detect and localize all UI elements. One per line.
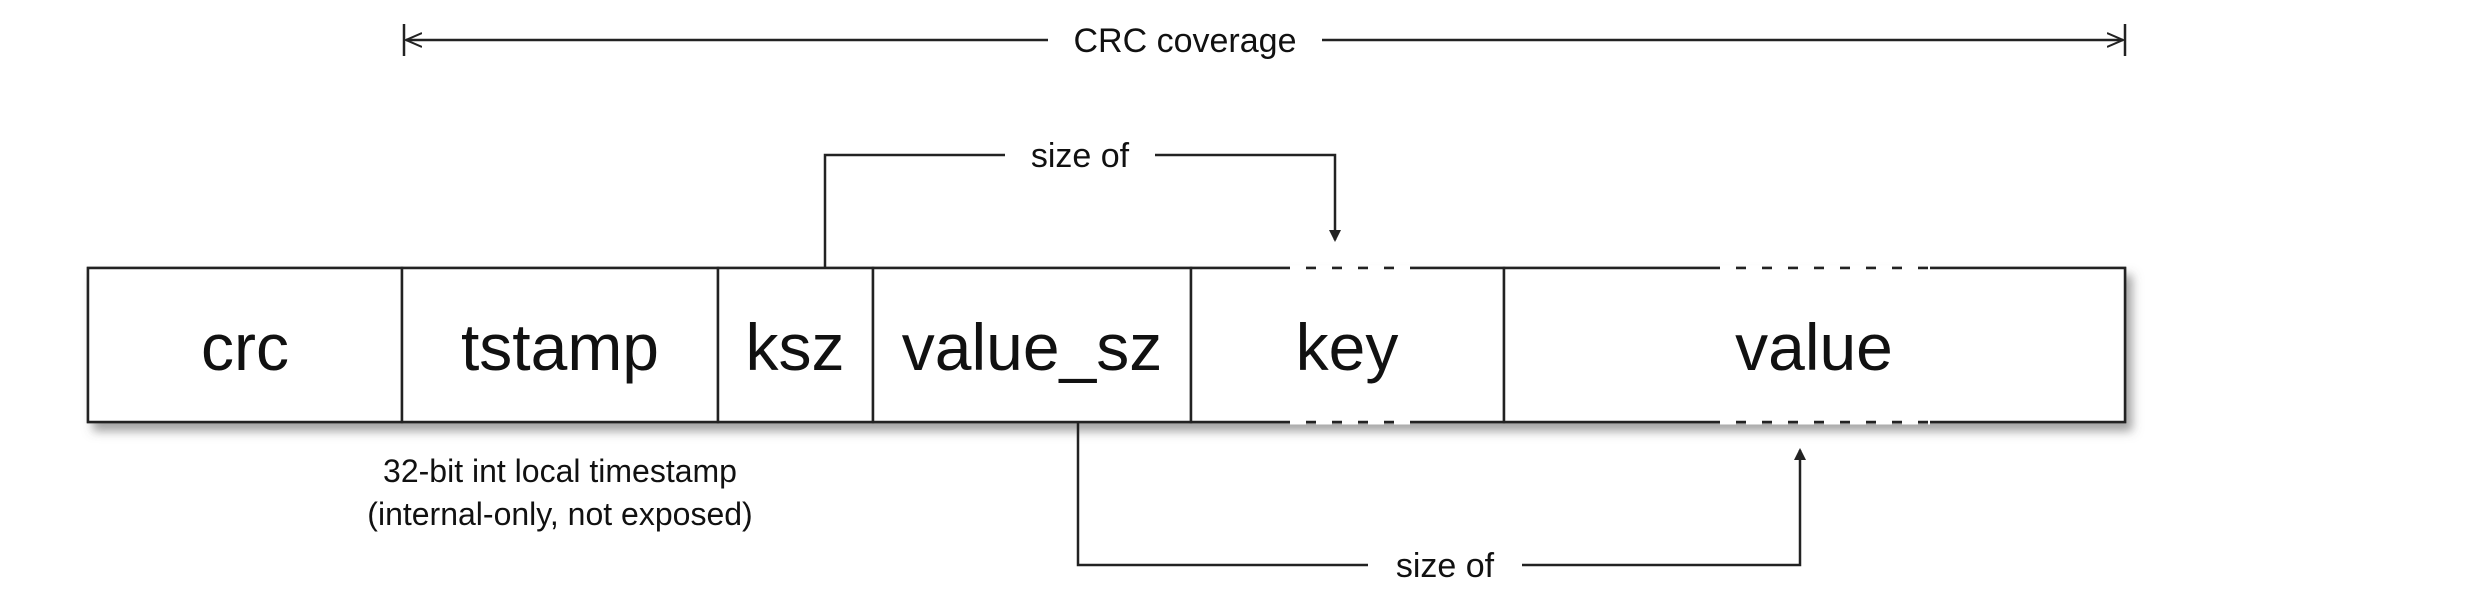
- field-crc-label: crc: [201, 310, 289, 384]
- field-value-sz-label: value_sz: [902, 310, 1163, 384]
- key-size-bracket: size of: [823, 137, 1341, 268]
- value-size-bracket-right: [1522, 448, 1806, 567]
- field-value-label: value: [1735, 310, 1893, 384]
- tstamp-note-line2: (internal-only, not exposed): [367, 496, 752, 532]
- record-fields: crc tstamp ksz value_sz key value: [86, 265, 2127, 425]
- tstamp-note: 32-bit int local timestamp (internal-onl…: [367, 453, 752, 532]
- value-size-label: size of: [1396, 547, 1495, 585]
- key-size-bracket-left: [823, 153, 1005, 268]
- value-size-bracket: size of: [1076, 422, 1806, 585]
- crc-coverage-indicator: CRC coverage: [402, 22, 2127, 60]
- field-key-box: [1189, 266, 1506, 424]
- field-value-box: [1502, 266, 2127, 424]
- field-ksz-box: [716, 266, 875, 424]
- field-crc-box: [86, 266, 404, 424]
- tstamp-note-line1: 32-bit int local timestamp: [383, 453, 737, 489]
- key-size-bracket-right: [1155, 153, 1341, 242]
- field-ksz-label: ksz: [746, 310, 845, 384]
- key-size-label: size of: [1031, 137, 1130, 175]
- value-size-bracket-left: [1076, 422, 1368, 567]
- field-tstamp-label: tstamp: [461, 310, 659, 384]
- crc-coverage-label: CRC coverage: [1074, 22, 1297, 60]
- field-key-label: key: [1296, 310, 1399, 384]
- field-value-sz-box: [871, 266, 1193, 424]
- field-tstamp-box: [400, 266, 720, 424]
